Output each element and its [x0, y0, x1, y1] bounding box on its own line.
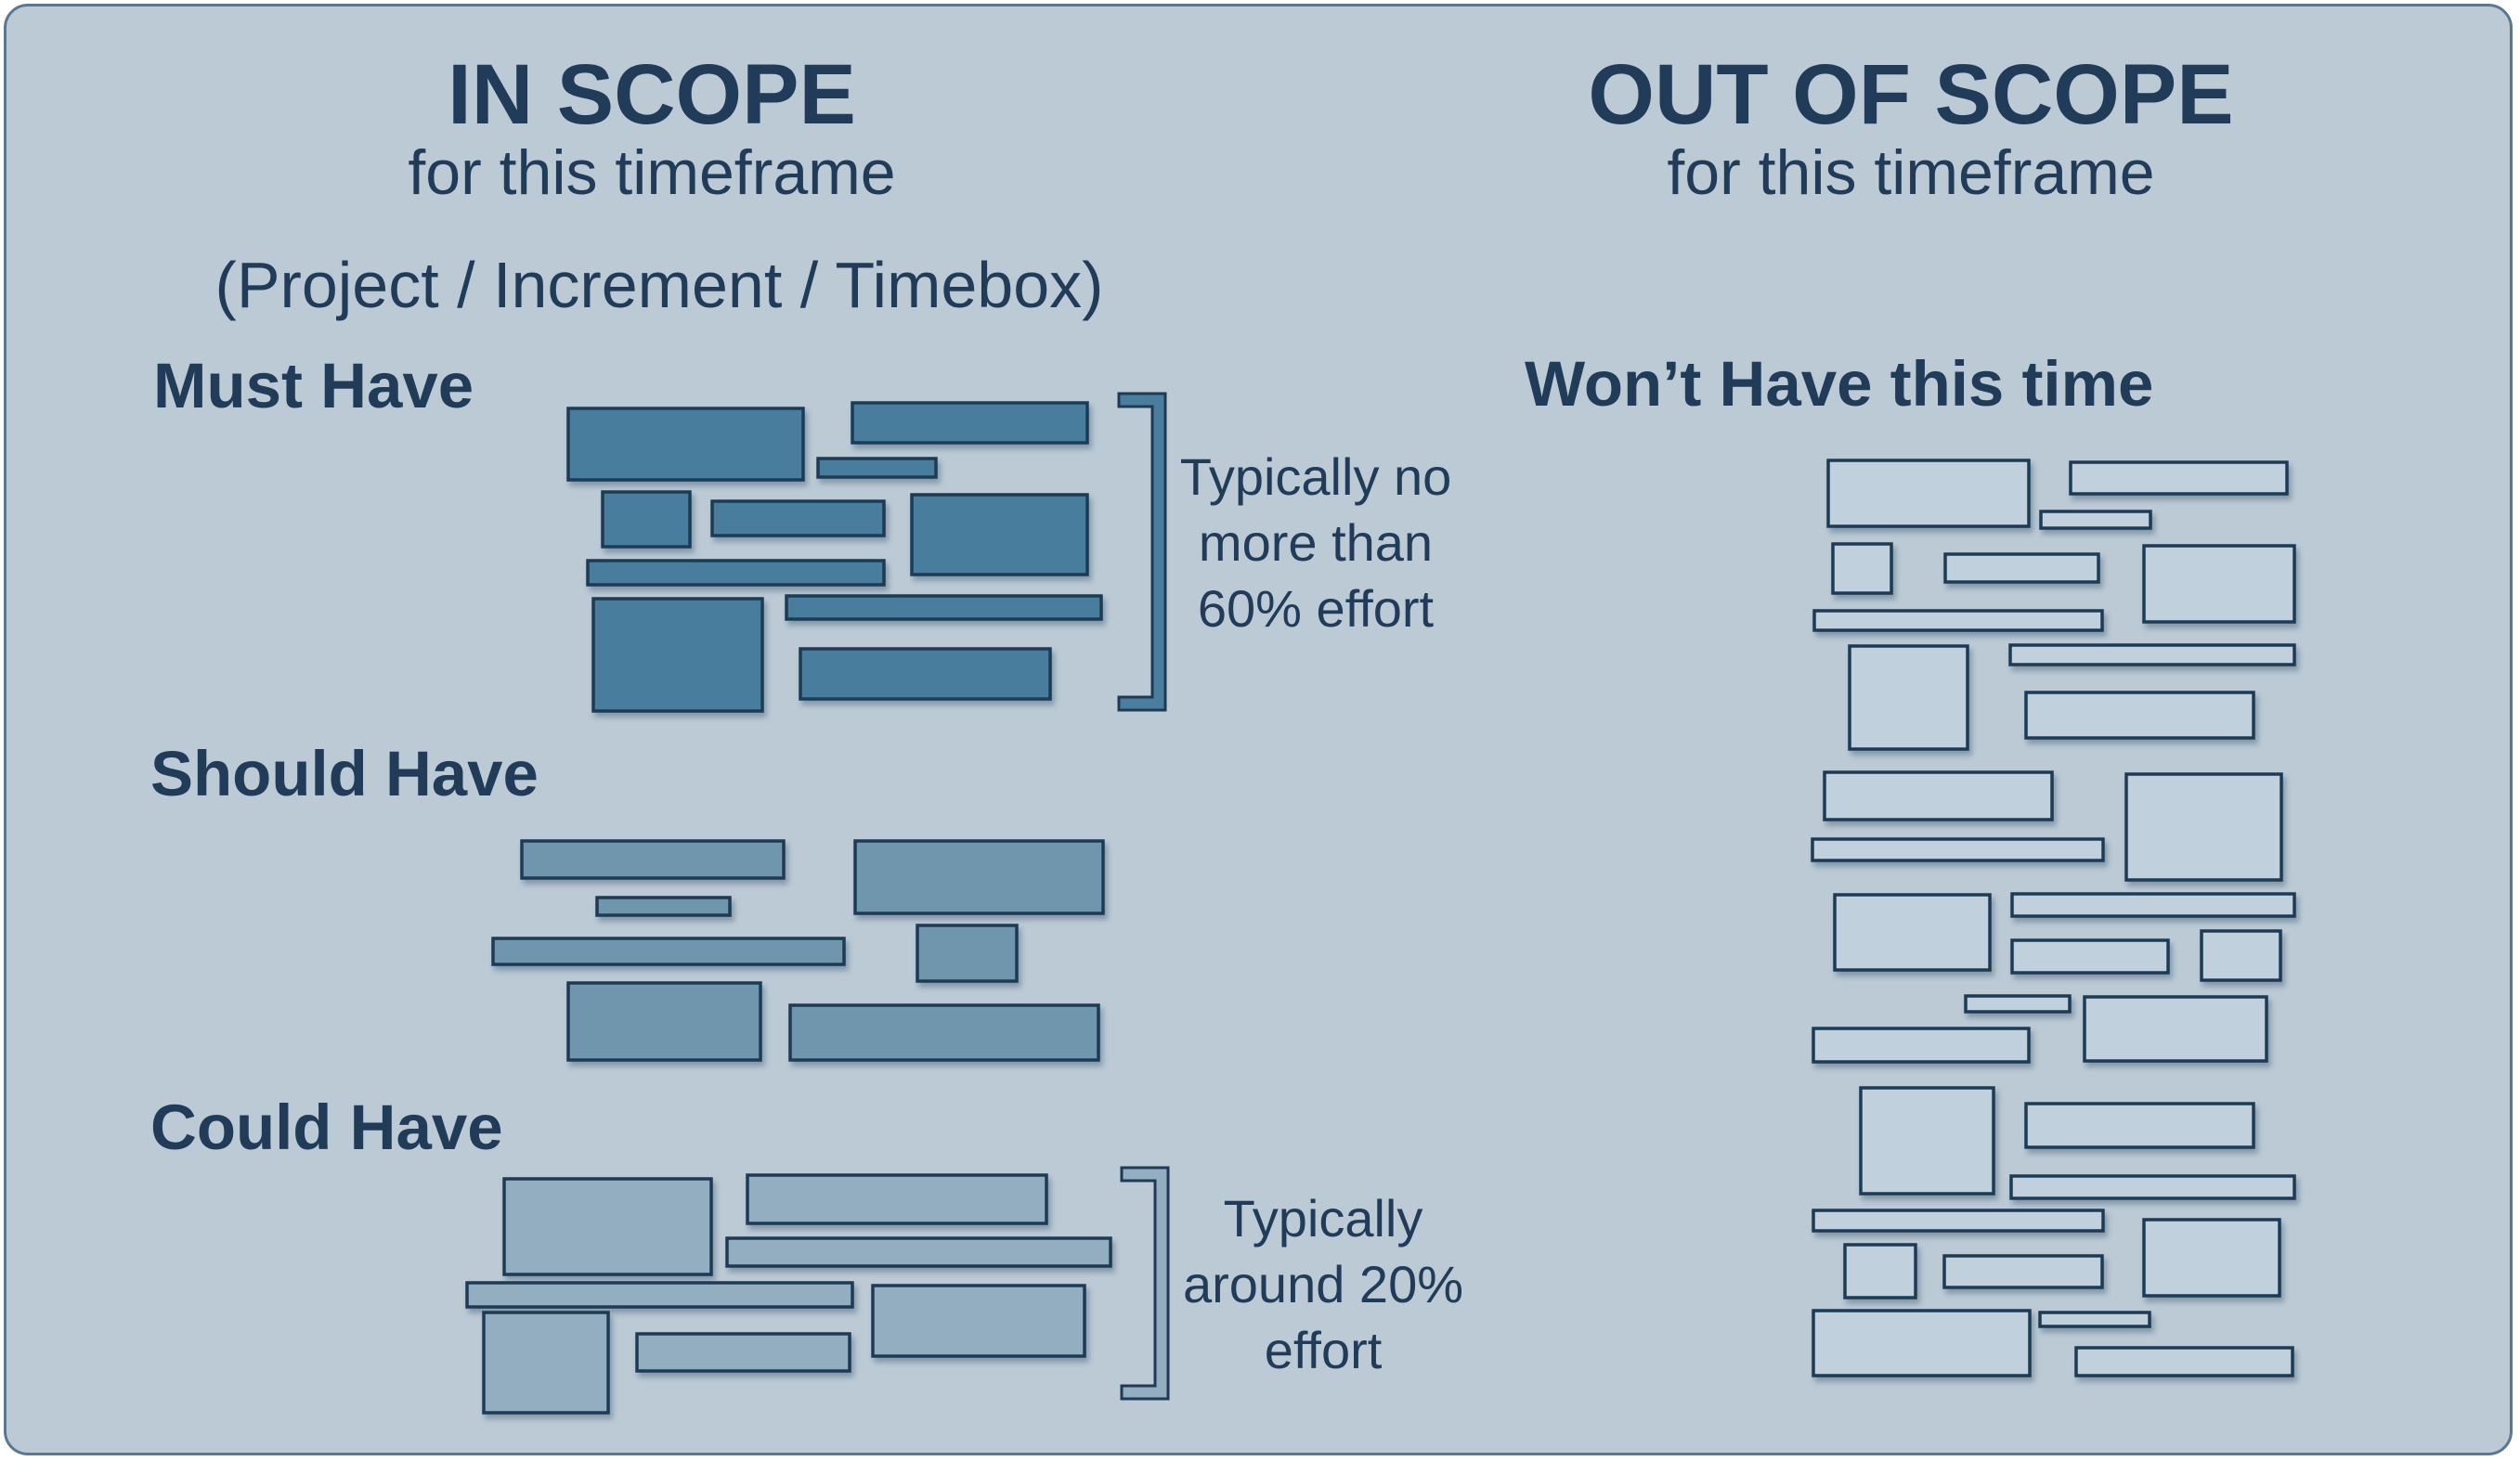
- could-note-line: around 20%: [1182, 1255, 1464, 1313]
- could-note-line: Typically: [1223, 1189, 1423, 1248]
- must-have-effort-note: Typically no more than 60% effort: [1180, 444, 1452, 641]
- should-requirement-block: [566, 981, 762, 1062]
- could-have-effort-note: Typically around 20% effort: [1183, 1185, 1463, 1383]
- wont-requirement-block: [1812, 1209, 2105, 1233]
- must-requirement-block: [601, 490, 692, 549]
- wont-requirement-block: [2039, 510, 2152, 530]
- could-have-heading: Could Have: [150, 1092, 503, 1163]
- in-scope-title: IN SCOPE: [448, 47, 856, 142]
- wont-requirement-block: [2069, 460, 2289, 496]
- wont-requirement-block: [2142, 544, 2296, 624]
- must-requirement-block: [710, 499, 886, 537]
- wont-requirement-block: [2038, 1311, 2151, 1328]
- wont-requirement-block: [1826, 459, 2031, 528]
- wont-requirement-block: [2124, 772, 2283, 882]
- should-requirement-block: [916, 924, 1019, 983]
- should-have-blocks: [491, 839, 1105, 1062]
- wont-have-heading: Won’t Have this time: [1525, 348, 2154, 420]
- could-requirement-block: [746, 1173, 1048, 1225]
- wont-requirement-block: [2200, 929, 2282, 982]
- must-requirement-block: [851, 401, 1089, 445]
- wont-requirement-block: [2083, 995, 2268, 1063]
- could-requirement-block: [725, 1236, 1112, 1268]
- out-of-scope-title: OUT OF SCOPE: [1588, 47, 2234, 142]
- wont-requirement-block: [1812, 1309, 2032, 1377]
- must-note-line: more than: [1198, 513, 1434, 572]
- wont-requirement-block: [2142, 1218, 2281, 1298]
- could-requirement-block: [502, 1177, 713, 1276]
- must-requirement-block: [785, 594, 1103, 621]
- wont-requirement-block: [2009, 1174, 2296, 1200]
- must-requirement-block: [566, 407, 805, 482]
- wont-requirement-block: [1833, 893, 1992, 972]
- must-note-line: Typically no: [1179, 447, 1452, 506]
- should-requirement-block: [491, 937, 846, 966]
- could-have-blocks: [465, 1173, 1112, 1415]
- scope-types-label: (Project / Increment / Timebox): [214, 249, 1104, 321]
- must-have-bracket: [1117, 392, 1167, 712]
- wont-requirement-block: [1843, 1243, 1917, 1299]
- wont-requirement-block: [2024, 1102, 2255, 1149]
- in-scope-subtitle: for this timeframe: [408, 137, 896, 208]
- wont-requirement-block: [1943, 552, 2100, 584]
- wont-requirement-block: [1942, 1254, 2104, 1289]
- wont-requirement-block: [1823, 770, 2054, 821]
- should-requirement-block: [788, 1003, 1100, 1062]
- must-have-blocks: [566, 401, 1103, 713]
- could-have-bracket: [1120, 1166, 1170, 1401]
- must-have-heading: Must Have: [153, 350, 474, 421]
- could-requirement-block: [635, 1332, 851, 1373]
- could-requirement-block: [465, 1281, 854, 1309]
- should-have-heading: Should Have: [150, 738, 539, 809]
- wont-requirement-block: [2074, 1346, 2294, 1377]
- wont-requirement-block: [2010, 938, 2170, 975]
- wont-requirement-block: [2008, 643, 2296, 666]
- should-requirement-block: [853, 839, 1105, 915]
- could-requirement-block: [482, 1311, 610, 1415]
- wont-requirement-block: [2010, 892, 2296, 918]
- wont-requirement-block: [1831, 542, 1893, 595]
- wont-requirement-block: [2024, 691, 2255, 740]
- must-requirement-block: [586, 559, 886, 587]
- should-requirement-block: [520, 839, 786, 880]
- effort-brackets: [1117, 392, 1170, 1401]
- could-requirement-block: [871, 1284, 1086, 1358]
- wont-requirement-block: [1964, 994, 2072, 1014]
- must-note-line: 60% effort: [1197, 579, 1435, 638]
- wont-requirement-block: [1859, 1086, 1995, 1196]
- wont-requirement-block: [1812, 1027, 2031, 1064]
- wont-requirement-block: [1812, 609, 2104, 632]
- must-requirement-block: [910, 493, 1089, 576]
- must-requirement-block: [799, 647, 1052, 701]
- out-of-scope-subtitle: for this timeframe: [1667, 137, 2155, 208]
- could-note-line: effort: [1264, 1321, 1383, 1379]
- wont-requirement-block: [1848, 644, 1969, 751]
- wont-have-blocks: [1811, 459, 2296, 1377]
- must-requirement-block: [816, 457, 938, 479]
- must-requirement-block: [591, 597, 764, 713]
- should-requirement-block: [595, 896, 732, 917]
- wont-requirement-block: [1811, 837, 2105, 862]
